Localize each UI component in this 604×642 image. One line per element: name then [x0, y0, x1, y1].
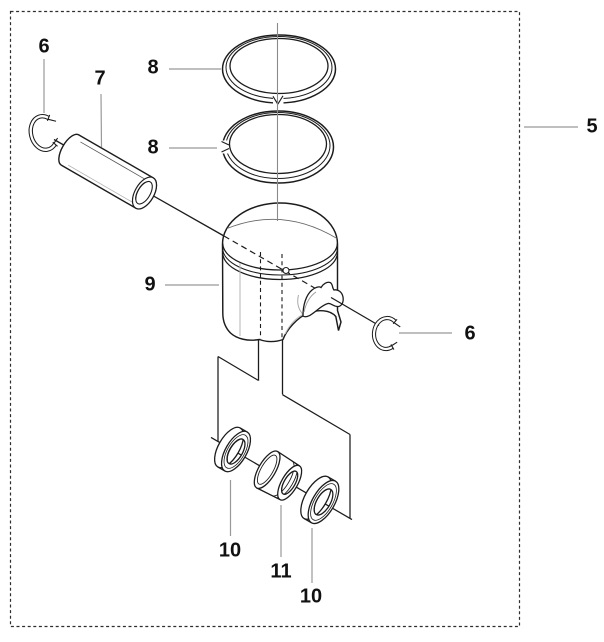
pin-boss — [297, 281, 344, 318]
pin-bore-center-mark — [282, 266, 290, 275]
hidden-edges-dashed — [259, 252, 283, 340]
piston-ring-top — [221, 34, 337, 105]
rod-cut-plane — [217, 355, 351, 519]
piston-crown-line — [226, 219, 338, 239]
circlip-right — [371, 315, 401, 352]
washer-right — [300, 475, 340, 525]
circlip-left — [28, 114, 59, 152]
connecting-rod — [257, 339, 284, 395]
needle-bearing — [253, 450, 303, 501]
washer-left — [213, 426, 252, 473]
leader-lines — [43, 59, 578, 583]
leader-line-7 — [100, 93, 103, 148]
pin-axis-line-right — [330, 296, 380, 327]
piston-pin — [58, 133, 158, 210]
ring-grooves — [222, 243, 338, 281]
ring-gap — [273, 95, 284, 105]
ring-gap — [220, 140, 229, 154]
diagram-dashed-border — [9, 10, 521, 628]
piston — [221, 202, 342, 343]
piston-ring-second — [220, 110, 335, 184]
